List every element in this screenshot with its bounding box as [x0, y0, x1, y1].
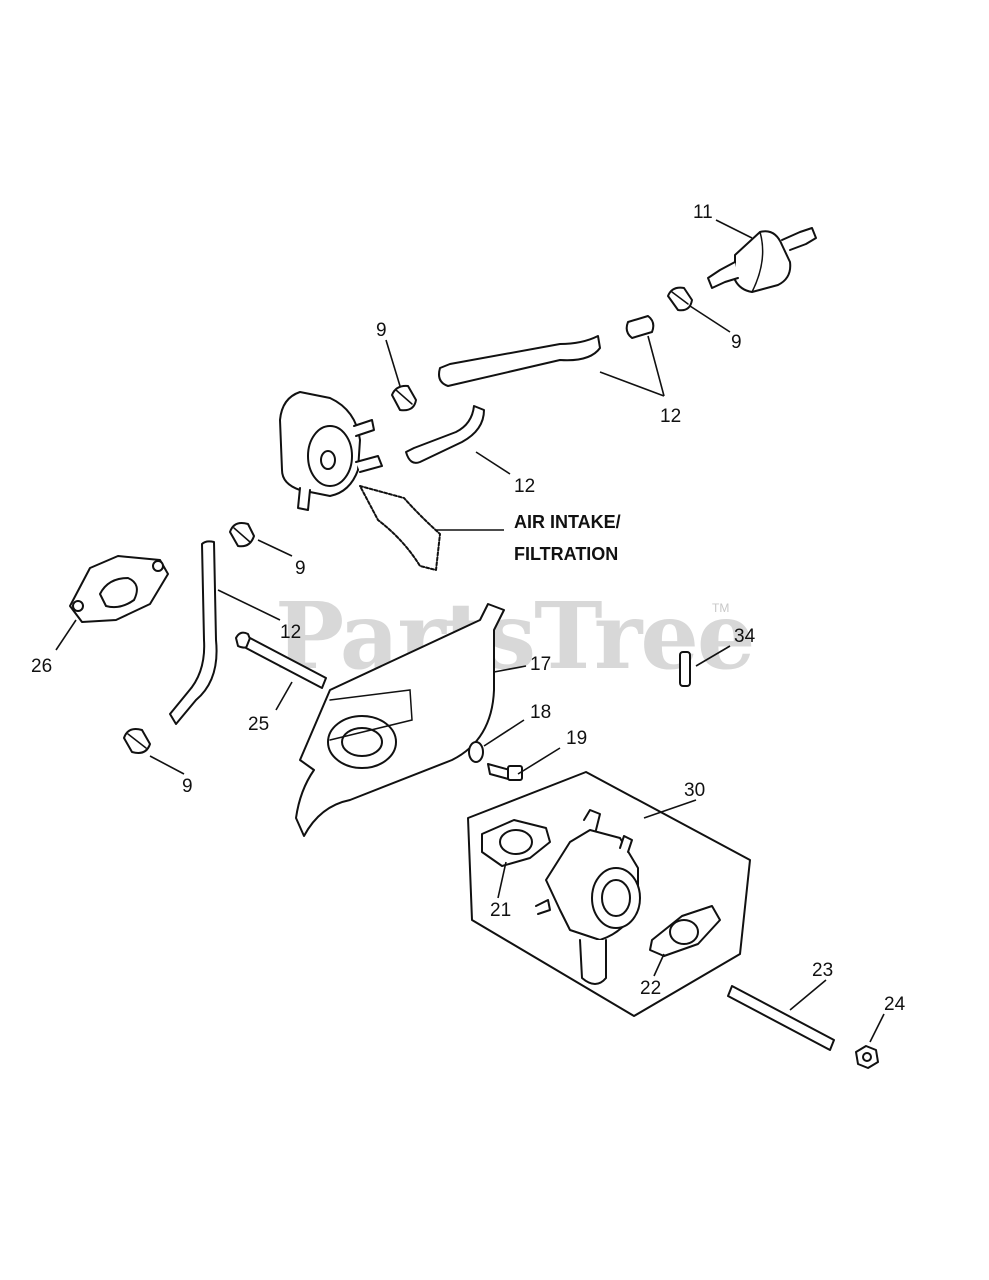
hose-clamp-part-9-left[interactable] — [229, 522, 255, 548]
gasket-part-21[interactable] — [481, 819, 551, 867]
hose-clamp-part-9-top-right[interactable] — [667, 286, 693, 312]
callout-17: 17 — [530, 654, 551, 675]
callout-26: 26 — [31, 656, 52, 677]
fuel-hose-part-12-middle[interactable] — [405, 405, 485, 464]
bolt-part-19[interactable] — [487, 763, 523, 781]
callout-30: 30 — [684, 780, 705, 801]
callout-25: 25 — [248, 714, 269, 735]
fuel-hose-part-12-left[interactable] — [169, 540, 218, 725]
callout-12-left: 12 — [280, 622, 301, 643]
callout-24: 24 — [884, 994, 906, 1015]
callout-19: 19 — [566, 728, 587, 749]
fuel-hose-part-12-top[interactable] — [438, 315, 655, 387]
carburetor[interactable] — [535, 809, 641, 985]
callout-12-middle: 12 — [514, 476, 535, 497]
gasket-part-22[interactable] — [649, 905, 721, 957]
callout-23: 23 — [812, 960, 833, 981]
bolt-part-25[interactable] — [235, 631, 327, 689]
pin-part-34[interactable] — [679, 651, 691, 687]
callout-18: 18 — [530, 702, 551, 723]
intake-manifold-part-17[interactable] — [295, 603, 505, 837]
callout-9-bottom: 9 — [182, 776, 193, 797]
callout-34: 34 — [734, 626, 756, 647]
callout-12-top: 12 — [660, 406, 681, 427]
fuel-pump[interactable] — [279, 391, 383, 511]
leader-lines — [55, 219, 885, 1043]
air-intake-component[interactable] — [359, 485, 441, 571]
nut-part-24[interactable] — [855, 1045, 879, 1069]
callout-9-right: 9 — [731, 332, 742, 353]
washer-part-18[interactable] — [468, 741, 484, 763]
callout-21: 21 — [490, 900, 511, 921]
callout-9-top: 9 — [376, 320, 387, 341]
carburetor-kit-part-30[interactable] — [467, 771, 751, 1017]
fuel-filter-part-11[interactable] — [707, 227, 817, 293]
watermark-tm: TM — [712, 601, 729, 615]
note-air-intake-line1: AIR INTAKE/ — [514, 512, 621, 532]
callout-22: 22 — [640, 978, 661, 999]
callout-11: 11 — [693, 202, 713, 223]
watermark: PartsTree — [275, 582, 753, 690]
gasket-part-26[interactable] — [69, 555, 169, 623]
hose-clamp-part-9-top-middle[interactable] — [391, 384, 417, 412]
note-air-intake-line2: FILTRATION — [514, 544, 618, 564]
stud-part-23[interactable] — [727, 985, 835, 1051]
callout-9-left: 9 — [295, 558, 306, 579]
hose-clamp-part-9-bottom-left[interactable] — [123, 728, 151, 754]
